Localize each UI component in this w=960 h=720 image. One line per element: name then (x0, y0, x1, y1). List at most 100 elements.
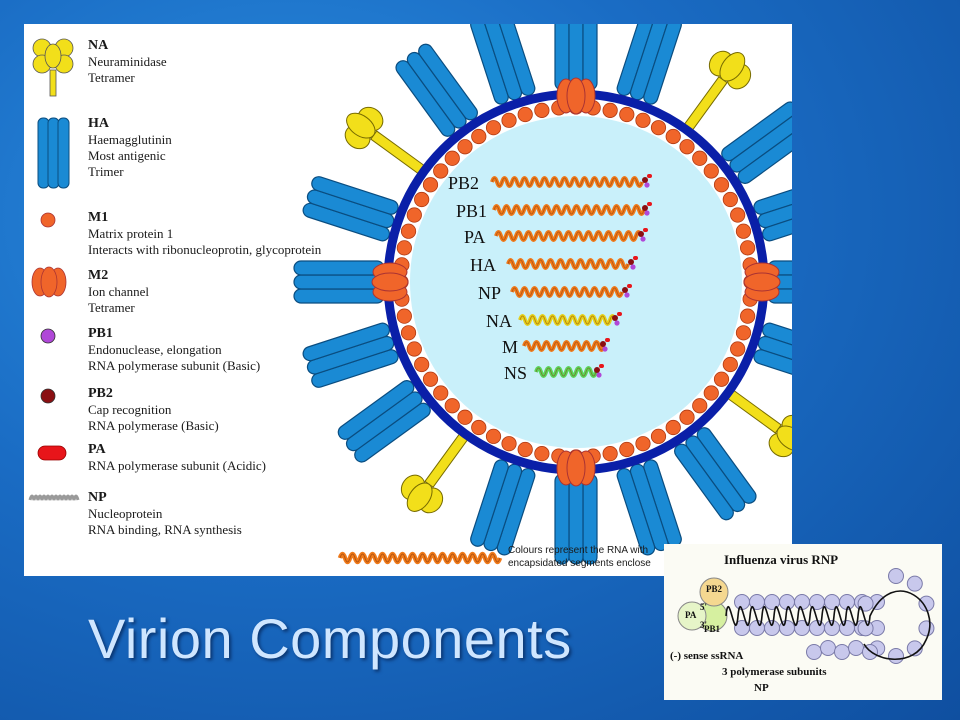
segment-label-m: M (502, 337, 518, 357)
pa-marker (599, 364, 604, 368)
legend-line: Tetramer (88, 300, 135, 315)
legend-line: Matrix protein 1 (88, 226, 174, 241)
legend-line: Neuraminidase (88, 54, 167, 69)
m1-bead (501, 112, 517, 128)
rnp-illustration (677, 568, 935, 664)
pb1-dot-icon (40, 328, 56, 344)
virion-interior (410, 116, 742, 448)
np-label: NP (754, 682, 769, 694)
pb1-marker (630, 264, 636, 270)
m1-bead (433, 163, 449, 179)
m2-channel (743, 262, 781, 302)
m1-bead (485, 428, 502, 444)
legend-line: Most antigenic (88, 148, 166, 163)
m1-bead (433, 385, 449, 401)
legend-line: RNA polymerase (Basic) (88, 418, 219, 433)
m1-bead (501, 436, 517, 452)
segment-label-ns: NS (504, 363, 527, 383)
m1-bead (665, 419, 681, 436)
m1-bead (414, 356, 430, 373)
footnote: Colours represent the RNA with encapsida… (508, 544, 758, 570)
legend-line: RNA polymerase subunit (Basic) (88, 358, 261, 373)
ha-spike (616, 24, 682, 105)
m1-bead (679, 139, 695, 155)
m1-bead (414, 191, 430, 208)
m1-bead (713, 371, 730, 387)
footnote-line1: Colours represent the RNA with (508, 545, 649, 556)
pa-marker (605, 338, 610, 342)
pb2-sphere-icon (699, 577, 729, 607)
m1-bead (406, 341, 422, 357)
m1-bead (650, 428, 667, 444)
ha-spike (554, 473, 598, 565)
pb2-label: PB2 (706, 584, 723, 594)
segment-label-pb1: PB1 (456, 201, 487, 221)
legend-title: NA (88, 38, 109, 53)
m1-bead (730, 207, 746, 223)
np-bead (906, 640, 923, 657)
ha-spike (470, 24, 536, 105)
na-spike (681, 50, 752, 134)
np-bead (809, 620, 825, 636)
na-tetramer-icon (32, 38, 74, 97)
pa-marker (647, 202, 652, 206)
m1-bead (679, 409, 695, 425)
pb2-marker (622, 287, 628, 293)
m1-bead (471, 419, 487, 436)
slide-title: Virion Components (88, 607, 572, 670)
segment-label-pa: PA (464, 227, 485, 247)
ha-spike (302, 176, 399, 242)
pa-marker (643, 228, 648, 232)
m1-bead (602, 446, 618, 462)
m1-bead (422, 177, 439, 193)
np-bead (888, 648, 904, 664)
three-prime-label: 3' (700, 620, 708, 630)
inset-title: Influenza virus RNP (724, 552, 839, 567)
m1-bead (735, 325, 752, 341)
m2-channel-icon (31, 266, 67, 298)
pb2-marker (638, 231, 644, 237)
m1-bead (534, 446, 550, 462)
m1-bead (703, 163, 719, 179)
np-bead (834, 644, 850, 660)
m1-bead (650, 120, 667, 136)
m1-bead (444, 398, 460, 414)
pb2-marker (642, 205, 648, 211)
pa-label: PA (685, 610, 697, 620)
np-bead (806, 644, 822, 660)
m1-bead (703, 385, 719, 401)
m1-bead (422, 371, 439, 387)
legend-line: Haemagglutinin (88, 132, 172, 147)
legend-title: M1 (88, 210, 109, 225)
segment-label-np: NP (478, 283, 501, 303)
m2-channel (371, 262, 409, 302)
legend-title: PB2 (88, 386, 113, 401)
m1-bead (740, 308, 756, 324)
m1-bead (722, 191, 738, 208)
m2-channel (556, 449, 596, 487)
np-bead (749, 620, 765, 636)
ha-spike (395, 43, 478, 137)
m1-bead (534, 102, 550, 118)
m1-bead (722, 356, 738, 373)
ha-spike (616, 459, 682, 556)
m1-bead (400, 223, 417, 239)
np-bead (820, 640, 836, 656)
m1-bead (692, 150, 708, 166)
ha-trimer-icon (37, 117, 70, 189)
pb1-marker (624, 292, 630, 298)
pb1-marker (640, 236, 646, 242)
m1-bead (396, 308, 412, 324)
segment-label-pb2: PB2 (448, 173, 479, 193)
rna-strand (725, 590, 931, 661)
m1-bead (517, 441, 533, 458)
